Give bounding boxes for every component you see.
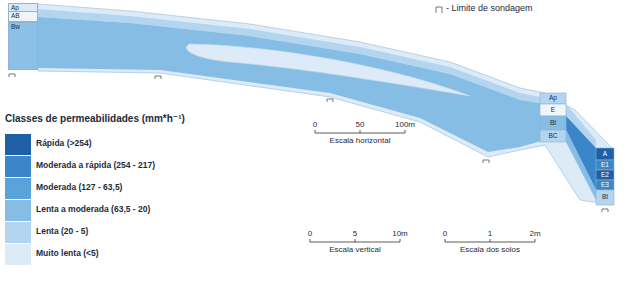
scale-number: 0	[313, 121, 317, 130]
scale-title: Escala horizontal	[330, 137, 391, 146]
horizon-name: Bt	[550, 119, 556, 126]
legend-text: Moderada (127 - 63,5)	[36, 183, 122, 192]
horizon	[596, 180, 614, 190]
horizon-name: AB	[9, 12, 37, 20]
slope-band	[566, 130, 596, 200]
horizon	[540, 93, 566, 104]
legend-text: Lenta (20 - 5)	[36, 227, 88, 236]
soil-horizon-box: AB	[8, 11, 38, 22]
scale-number: 0	[308, 230, 312, 239]
legend-text: - Limite de sondagem	[446, 4, 533, 14]
sondagem-marks	[9, 7, 608, 212]
horizon	[596, 170, 614, 180]
scale-title: Escala dos solos	[460, 246, 520, 255]
scale-number: 50	[356, 121, 365, 130]
horizon-name: E2	[601, 171, 609, 178]
legend-swatch	[5, 222, 31, 243]
main-band	[38, 17, 545, 152]
scale-number: 1	[488, 230, 492, 239]
scale-title: Escala vertical	[329, 246, 381, 255]
lens	[186, 44, 470, 96]
legend-swatch	[5, 156, 31, 177]
legend-swatch	[5, 200, 31, 221]
legend-text: Moderada a rápida (254 - 217)	[36, 161, 155, 170]
scale-bars	[310, 130, 535, 242]
soil-horizon-box: Bw	[8, 22, 38, 70]
scale-number: 100m	[395, 121, 415, 130]
horizon	[596, 160, 614, 170]
horizon	[596, 190, 614, 205]
scale-number: 0	[443, 230, 447, 239]
legend-swatch	[5, 178, 31, 199]
legend-text: Muito lenta (<5)	[36, 249, 99, 258]
scale-number: 5	[353, 230, 357, 239]
horizon	[540, 130, 566, 142]
horizon	[540, 104, 566, 116]
horizon	[596, 148, 614, 160]
horizon	[540, 116, 566, 130]
horizon-name: Bw	[9, 23, 37, 31]
slope-band	[566, 116, 596, 190]
legend-text: Lenta a moderada (63,5 - 20)	[36, 205, 150, 214]
horizon-name: E3	[601, 181, 609, 188]
horizon-name: A	[603, 150, 607, 157]
horizon-name: Ap	[549, 94, 557, 101]
scale-number: 10m	[392, 230, 408, 239]
soil-body	[38, 4, 612, 205]
horizon-name: Bt	[602, 193, 608, 200]
horizon-name: E	[551, 106, 555, 113]
horizon-name: E1	[601, 161, 609, 168]
horizon-name: BC	[548, 132, 557, 139]
legend-swatch	[5, 244, 31, 265]
legend-swatch	[5, 134, 31, 155]
scale-number: 2m	[529, 230, 540, 239]
legend-text: Rápida (>254)	[36, 139, 92, 148]
legend-title: Classes de permeabilidades (mm*h⁻¹)	[5, 113, 185, 124]
